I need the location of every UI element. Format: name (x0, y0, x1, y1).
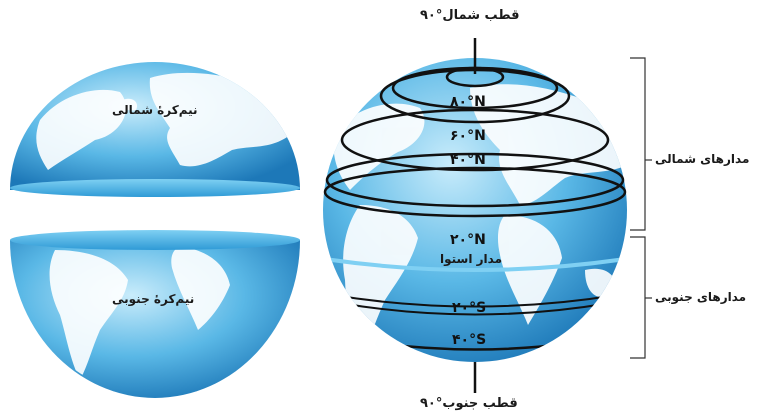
southern-hemisphere (10, 230, 300, 398)
northern-hemisphere-label: نیم‌کرهٔ شمالی (112, 103, 198, 117)
parallel-n40 (325, 152, 625, 208)
continents-south (49, 246, 230, 380)
lat-40s-label: ۴۰°S (452, 332, 487, 348)
parallel-n40b (323, 166, 627, 218)
northern-cut-face (10, 179, 300, 197)
southern-parallels-label: مدارهای جنوبی (655, 290, 747, 304)
southern-cut-face (10, 230, 300, 250)
southern-hemisphere-label: نیم‌کرهٔ جنوبی (112, 292, 195, 306)
parallel-n60 (340, 108, 610, 172)
parallel-s20b (339, 302, 611, 316)
continents (333, 84, 627, 355)
south-pole-label: قطب جنوب°۹۰ (420, 396, 518, 411)
lat-20s-label: ۲۰°S (452, 300, 487, 316)
parallel-s20 (332, 294, 618, 308)
northern-hemisphere (10, 62, 300, 197)
lat-40n-label: ۴۰°N (450, 152, 486, 168)
equator-label: مدار استوا (440, 252, 503, 266)
equator-line (323, 256, 627, 272)
southern-bracket (630, 236, 646, 359)
northern-parallels-label: مدارهای شمالی (655, 152, 750, 166)
lat-80n-label: ۸۰°N (450, 94, 486, 110)
northern-bracket (630, 57, 646, 231)
globe (323, 58, 627, 362)
north-pole-label: قطب شمال°۹۰ (420, 8, 520, 23)
lat-60n-label: ۶۰°N (450, 128, 486, 144)
lat-20n-label: ۲۰°N (450, 232, 486, 248)
